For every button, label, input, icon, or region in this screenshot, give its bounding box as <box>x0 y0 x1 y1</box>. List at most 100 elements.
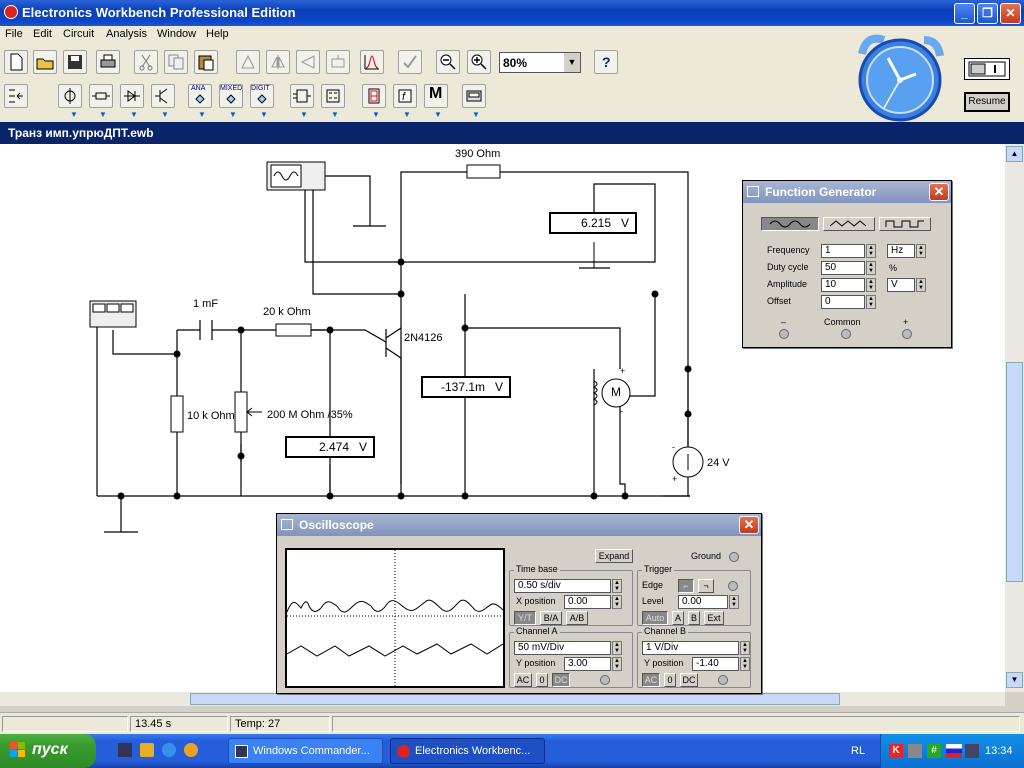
logic-gates-bin-button[interactable] <box>290 84 314 108</box>
horizontal-scrollbar[interactable] <box>0 692 1005 706</box>
zoom-in-button[interactable] <box>467 50 491 74</box>
channel-a-ypos-input[interactable]: 3.00 <box>564 657 611 671</box>
function-generator-close-button[interactable]: ✕ <box>929 183 949 201</box>
time-base-input[interactable]: 0.50 s/div <box>514 579 611 593</box>
russian-flag-icon[interactable] <box>946 744 962 758</box>
terminal-minus[interactable] <box>779 329 789 339</box>
channel-b-dc-button[interactable]: DC <box>680 673 698 687</box>
trigger-auto-button[interactable]: Auto <box>642 611 668 625</box>
amplitude-spinner[interactable]: ▲▼ <box>866 278 876 292</box>
zoom-select[interactable]: 80% ▼ <box>499 52 581 73</box>
controls-bin-button[interactable]: f <box>393 84 417 108</box>
frequency-unit-select[interactable]: Hz <box>887 244 915 258</box>
chevron-down-icon[interactable]: ▼ <box>564 53 580 72</box>
ground-terminal[interactable] <box>729 552 739 562</box>
waveform-triangle-button[interactable] <box>823 217 875 231</box>
vertical-scroll-thumb[interactable] <box>1006 362 1023 582</box>
horizontal-scroll-thumb[interactable] <box>190 693 840 705</box>
trigger-a-button[interactable]: A <box>672 611 684 625</box>
menu-file[interactable]: File <box>5 28 23 40</box>
ba-mode-button[interactable]: B/A <box>540 611 562 625</box>
vertical-scrollbar[interactable]: ▲ ▼ <box>1005 144 1024 692</box>
channel-a-dc-button[interactable]: DC <box>552 673 570 687</box>
save-button[interactable] <box>63 50 87 74</box>
edge-falling-button[interactable]: ¬ <box>698 579 714 593</box>
sources-bin-button[interactable] <box>58 84 82 108</box>
menu-window[interactable]: Window <box>157 28 197 40</box>
quicklaunch-app-icon[interactable] <box>140 743 154 757</box>
close-button[interactable]: ✕ <box>1000 3 1021 24</box>
menu-analysis[interactable]: Analysis <box>106 28 147 40</box>
scroll-up-icon[interactable]: ▲ <box>1006 146 1023 162</box>
waveform-sine-button[interactable] <box>761 217 819 231</box>
help-button[interactable]: ? <box>594 50 618 74</box>
terminal-plus[interactable] <box>902 329 912 339</box>
rotate-button[interactable] <box>236 50 260 74</box>
duty-cycle-input[interactable]: 50 <box>821 261 865 275</box>
language-indicator[interactable]: RL <box>851 745 866 757</box>
resume-button[interactable]: Resume <box>964 92 1010 112</box>
parts-bin-toggle-button[interactable] <box>4 84 28 108</box>
flip-vertical-button[interactable] <box>266 50 290 74</box>
yt-mode-button[interactable]: Y/T <box>514 611 536 625</box>
instruments-bin-button[interactable] <box>462 84 486 108</box>
channel-a-terminal[interactable] <box>600 675 610 685</box>
graph-button[interactable] <box>360 50 384 74</box>
oscilloscope-close-button[interactable]: ✕ <box>739 516 759 534</box>
miscellaneous-bin-button[interactable]: M <box>424 84 448 108</box>
cut-button[interactable] <box>134 50 158 74</box>
channel-a-ypos-spinner[interactable]: ▲▼ <box>612 657 622 671</box>
maximize-button[interactable]: ❐ <box>977 3 998 24</box>
tray-display-icon[interactable] <box>965 744 979 758</box>
channel-b-zero-button[interactable]: 0 <box>664 673 676 687</box>
tray-network-icon[interactable]: # <box>927 744 941 758</box>
antivirus-icon[interactable]: K <box>889 744 903 758</box>
channel-b-ypos-input[interactable]: -1.40 <box>692 657 739 671</box>
menu-help[interactable]: Help <box>206 28 229 40</box>
scroll-down-icon[interactable]: ▼ <box>1006 672 1023 688</box>
flip-horizontal-button[interactable] <box>296 50 320 74</box>
channel-b-scale-spinner[interactable]: ▲▼ <box>740 641 750 655</box>
amplitude-input[interactable]: 10 <box>821 278 865 292</box>
paste-button[interactable] <box>194 50 218 74</box>
quicklaunch-browser-icon[interactable] <box>162 743 176 757</box>
minimize-button[interactable]: _ <box>954 3 975 24</box>
subcircuit-button[interactable] <box>326 50 350 74</box>
channel-a-scale-input[interactable]: 50 mV/Div <box>514 641 611 655</box>
offset-spinner[interactable]: ▲▼ <box>866 295 876 309</box>
open-button[interactable] <box>33 50 57 74</box>
channel-a-zero-button[interactable]: 0 <box>536 673 548 687</box>
tray-tool-icon[interactable] <box>908 744 922 758</box>
zoom-out-button[interactable] <box>436 50 460 74</box>
task-electronics-workbench[interactable]: Electronics Workbenc... <box>390 738 545 764</box>
amplitude-unit-select[interactable]: V <box>887 278 915 292</box>
digital-bin-button[interactable] <box>321 84 345 108</box>
channel-a-scale-spinner[interactable]: ▲▼ <box>612 641 622 655</box>
channel-b-scale-input[interactable]: 1 V/Div <box>642 641 739 655</box>
quicklaunch-save-icon[interactable] <box>118 743 132 757</box>
channel-b-ypos-spinner[interactable]: ▲▼ <box>740 657 750 671</box>
amplitude-unit-spinner[interactable]: ▲▼ <box>916 278 926 292</box>
time-base-spinner[interactable]: ▲▼ <box>612 579 622 593</box>
menu-edit[interactable]: Edit <box>33 28 52 40</box>
channel-b-terminal[interactable] <box>718 675 728 685</box>
offset-input[interactable]: 0 <box>821 295 865 309</box>
new-button[interactable] <box>4 50 28 74</box>
external-trigger-terminal[interactable] <box>728 581 738 591</box>
x-position-spinner[interactable]: ▲▼ <box>612 595 622 609</box>
copy-button[interactable] <box>164 50 188 74</box>
menu-circuit[interactable]: Circuit <box>63 28 95 40</box>
trigger-ext-button[interactable]: Ext <box>704 611 724 625</box>
expand-button[interactable]: Expand <box>595 549 633 563</box>
x-position-input[interactable]: 0.00 <box>564 595 611 609</box>
terminal-common[interactable] <box>841 329 851 339</box>
frequency-unit-spinner[interactable]: ▲▼ <box>916 244 926 258</box>
trigger-b-button[interactable]: B <box>688 611 700 625</box>
digital-ics-bin-button[interactable]: DIGIT <box>250 84 274 108</box>
channel-b-ac-button[interactable]: AC <box>642 673 660 687</box>
diodes-bin-button[interactable] <box>120 84 144 108</box>
channel-a-ac-button[interactable]: AC <box>514 673 532 687</box>
